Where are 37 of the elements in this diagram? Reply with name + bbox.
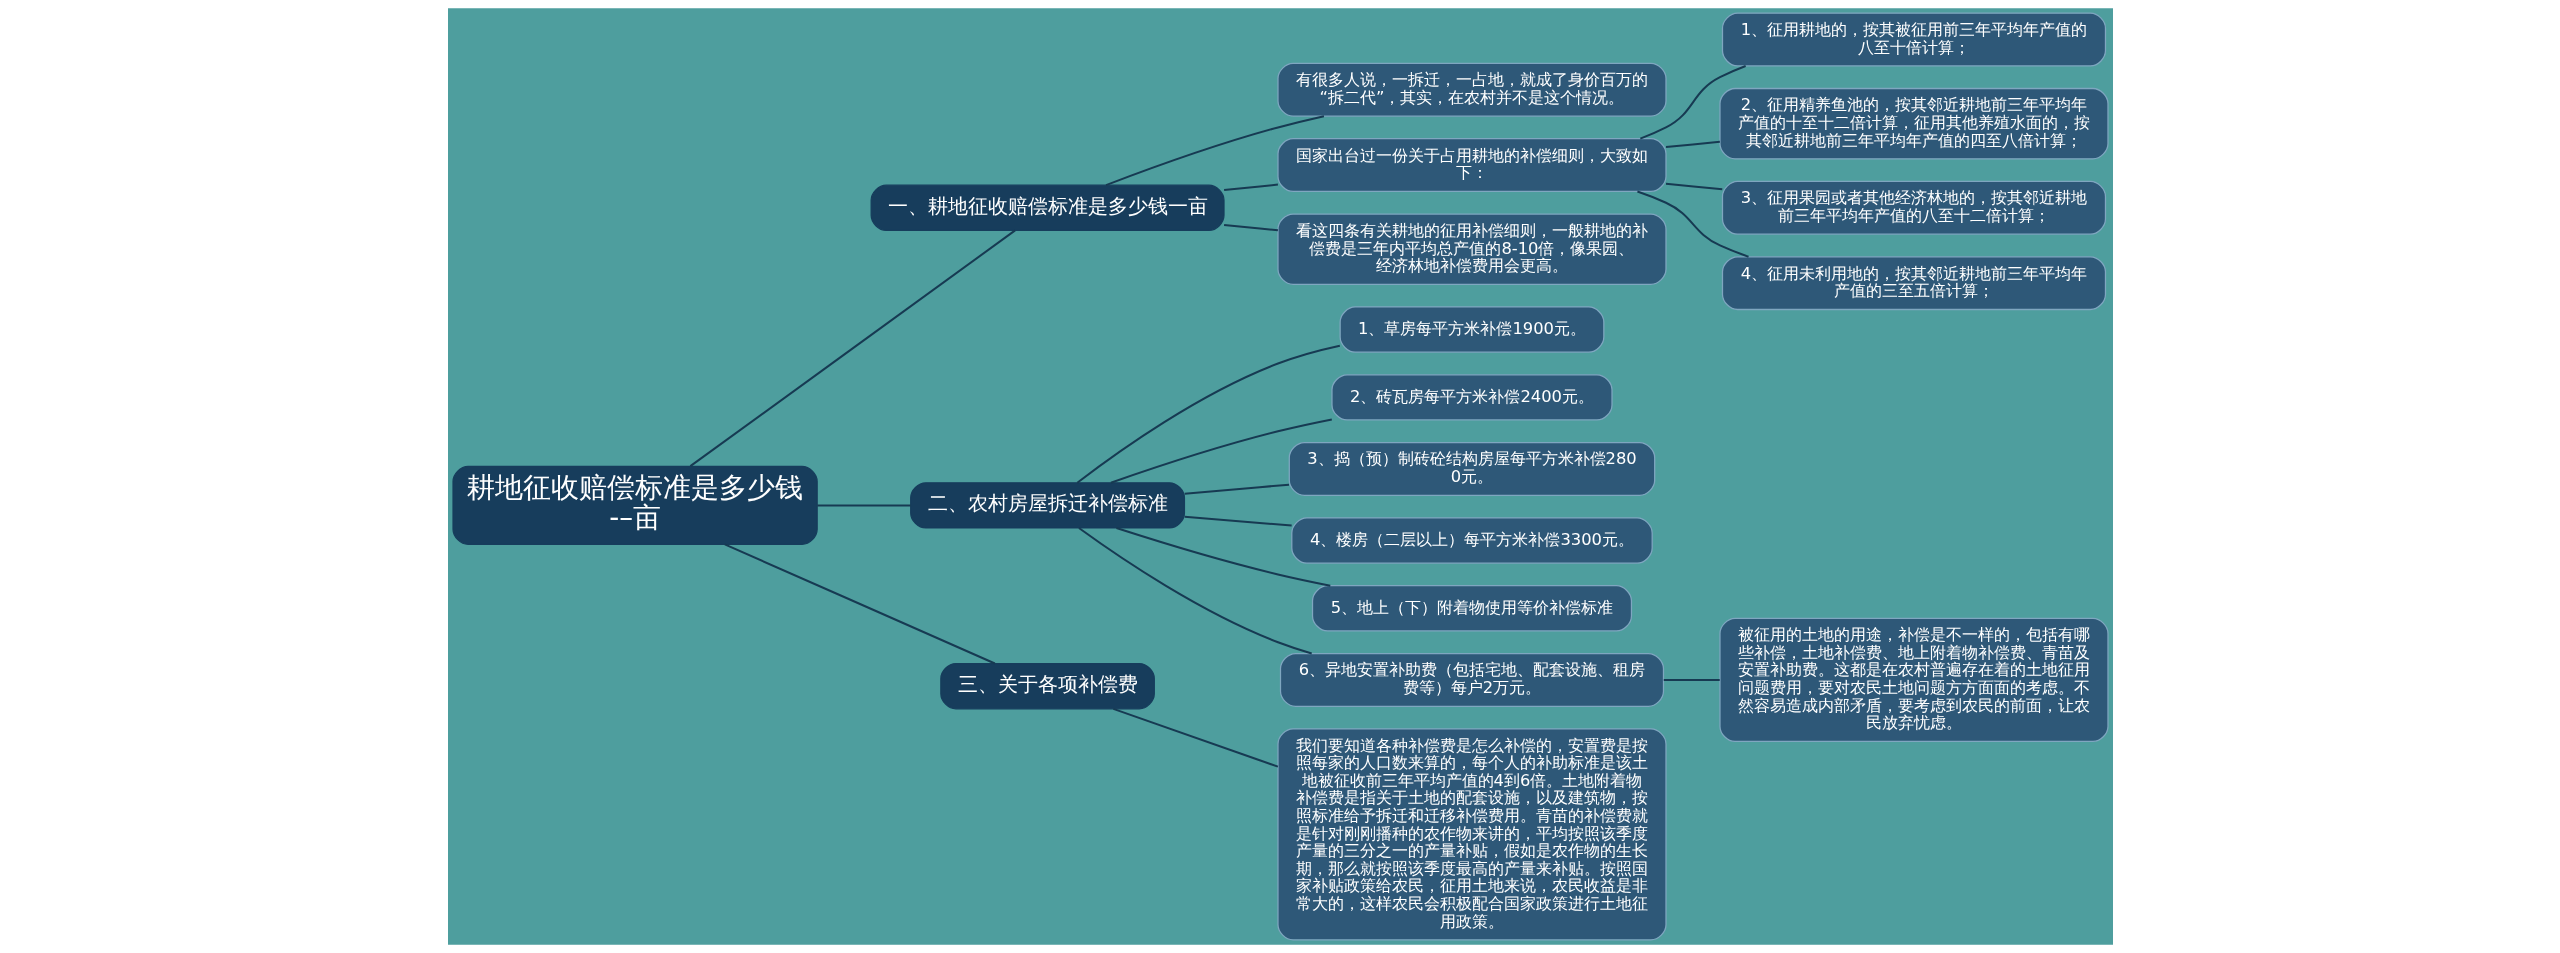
- connector: [1665, 140, 1720, 148]
- connector: [689, 229, 1016, 467]
- connector: [816, 504, 911, 507]
- connector: [1639, 65, 1746, 140]
- node-box: 2、征用精养鱼池的，按其邻近耕地前三年平均年产值的十至十二倍计算，征用其他养殖水面的，按其邻近耕地前三年平均年产值的四至八倍计算；: [1718, 87, 2109, 160]
- node-box: 三、关于各项补偿费: [939, 662, 1155, 710]
- node-box: 3、捣（预）制砖砼结构房屋每平方米补偿2800元。: [1288, 441, 1655, 496]
- connector: [1223, 224, 1278, 232]
- connector: [1115, 527, 1330, 587]
- node-box: 6、异地安置补助费（包括宅地、配套设施、租房费等）每户2万元。: [1279, 652, 1664, 707]
- node-box: 国家出台过一份关于占用耕地的补偿细则，大致如下：: [1276, 138, 1667, 193]
- connector: [1663, 678, 1720, 681]
- node-box: 耕地征收赔偿标准是多少钱-–亩: [451, 465, 818, 545]
- connector: [1184, 483, 1289, 495]
- connector: [1636, 190, 1749, 258]
- node-box: 一、耕地征收赔偿标准是多少钱一亩: [870, 184, 1225, 231]
- connector: [1076, 344, 1340, 484]
- node-box: 被征用的土地的用途，补偿是不一样的，包括有哪些补偿，土地补偿费、地上附着物补偿费、青苗及安置补助费。这都是在农村普遍存在着的土地征用问题费用，要对农民土地问题方方面面的考虑。不然容易造成内部矛盾，要考虑到农民的前面，让农民放弃忧虑。: [1718, 617, 2109, 743]
- node-box: 1、征用耕地的，按其被征用前三年平均年产值的八至十倍计算；: [1721, 12, 2106, 67]
- connector: [1077, 527, 1312, 655]
- connector: [1223, 183, 1278, 192]
- node-box: 4、征用未利用地的，按其邻近耕地前三年平均年产值的三至五倍计算；: [1721, 256, 2106, 311]
- node-box: 3、征用果园或者其他经济林地的，按其邻近耕地前三年平均年产值的八至十二倍计算；: [1721, 180, 2106, 235]
- node-box: 2、砖瓦房每平方米补偿2400元。: [1330, 374, 1613, 421]
- node-box: 5、地上（下）附着物使用等价补偿标准: [1311, 585, 1632, 632]
- node-box: 二、农村房屋拆迁补偿标准: [909, 482, 1185, 529]
- connector: [1105, 115, 1324, 187]
- connector: [1184, 515, 1292, 527]
- connector: [1110, 418, 1332, 484]
- connector: [1112, 707, 1278, 768]
- connector: [723, 543, 995, 665]
- node-box: 1、草房每平方米补偿1900元。: [1339, 306, 1604, 353]
- connector: [1665, 182, 1722, 191]
- node-box: 我们要知道各种补偿费是怎么补偿的，安置费是按照每家的人口数来算的，每个人的补助标准是该土地被征收前三年平均产值的4到6倍。土地附着物补偿费是指关于土地的配套设施，以及建筑物，按照标准给予拆迁和迁移补偿费用。青苗的补偿费就是针对刚刚播种的农作物来讲的，平均按照该季度产量的三分之一的产量补贴，假如是农作物的生长期，那么就按照该季度最高的产量来补贴。按照国家补贴政策给农民，征用土地来说，农民收益是非常大的，这样农民会积极配合国家政策进行土地征用政策。: [1276, 728, 1667, 941]
- node-box: 看这四条有关耕地的征用补偿细则，一般耕地的补偿费是三年内平均总产值的8-10倍，像果园、经济林地补偿费用会更高。: [1276, 213, 1667, 285]
- node-box: 有很多人说，一拆迁，一占地，就成了身价百万的“拆二代”，其实，在农村并不是这个情况。: [1276, 62, 1667, 117]
- node-box: 4、楼房（二层以上）每平方米补偿3300元。: [1290, 517, 1653, 564]
